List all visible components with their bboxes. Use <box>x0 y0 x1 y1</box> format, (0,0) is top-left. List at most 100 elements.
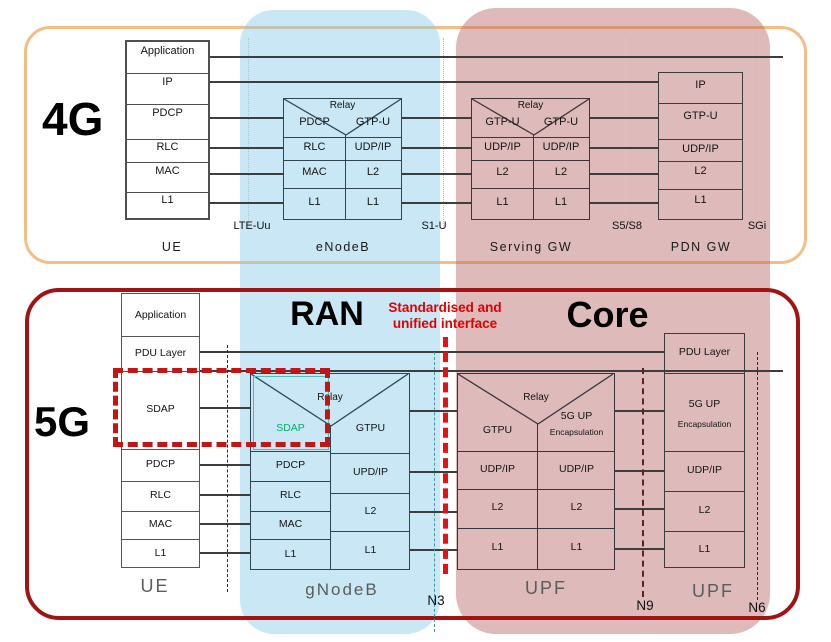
connector-line <box>210 202 283 204</box>
lte-uu-guide-line <box>248 38 249 228</box>
n3-interface-line <box>443 337 448 574</box>
protocol-cell: GTP-U <box>683 110 718 123</box>
protocol-cell: UDP/IP <box>558 463 594 476</box>
protocol-cell: GTPU <box>482 424 513 437</box>
4g-pdn-gw-stack: IP GTP-U UDP/IP L2 L1 <box>658 72 743 220</box>
4g-title: 4G <box>42 93 104 145</box>
protocol-cell: Encapsulation <box>549 426 604 437</box>
protocol-cell: Application <box>134 309 187 322</box>
protocol-cell: L2 <box>491 501 504 514</box>
node-label-serving-gw: Serving GW <box>489 240 573 254</box>
sgi-guide-line <box>755 38 756 228</box>
core-band <box>456 8 770 634</box>
protocol-cell: L1 <box>554 196 568 209</box>
protocol-cell: UDP/IP <box>682 143 719 156</box>
5g-title: 5G <box>34 398 91 445</box>
protocol-cell: RLC <box>156 141 179 154</box>
relay-v-shape <box>250 373 409 427</box>
node-label-ue: UE <box>161 240 183 254</box>
protocol-cell: MAC <box>278 518 303 531</box>
callout-line1: Standardised and <box>388 300 502 315</box>
protocol-cell: L1 <box>364 544 377 557</box>
node-label-ue: UE <box>140 576 170 596</box>
protocol-cell: L1 <box>284 548 297 561</box>
protocol-cell: Application <box>140 45 195 58</box>
protocol-cell: PDCP <box>145 458 176 471</box>
protocol-cell: L2 <box>694 165 707 178</box>
panel-4g-border <box>24 26 807 264</box>
protocol-cell: GTP-U <box>485 116 520 129</box>
interface-label-s5-s8: S5/S8 <box>612 220 642 232</box>
protocol-cell: 5G UP <box>560 410 593 423</box>
protocol-cell: L2 <box>554 166 568 179</box>
connector-line <box>410 410 457 412</box>
5g-ue-stack: Application PDU Layer SDAP PDCP RLC MAC … <box>121 293 200 568</box>
4g-serving-gw-box: Relay GTP-U GTP-U UDP/IP UDP/IP L2 L2 L1… <box>471 98 590 220</box>
panel-5g-border <box>25 288 800 620</box>
node-label-upf1: UPF <box>525 578 567 598</box>
core-header: Core <box>566 294 649 335</box>
ue-gnodeb-divider-line <box>227 345 228 592</box>
connector-line <box>410 511 457 513</box>
interface-label-s1-u: S1-U <box>421 220 447 232</box>
protocol-cell: RLC <box>279 489 301 502</box>
protocol-cell: L1 <box>161 194 174 207</box>
relay-v-shape <box>283 98 402 136</box>
4g-enodeb-box: Relay PDCP GTP-U RLC UDP/IP MAC L2 L1 L1 <box>283 98 402 220</box>
relay-label: Relay <box>329 99 356 111</box>
connector-line <box>590 147 658 149</box>
callout-line2: unified interface <box>392 316 498 331</box>
connector-line <box>210 81 658 83</box>
protocol-cell: L2 <box>366 166 380 179</box>
connector-line <box>200 370 783 372</box>
connector-line <box>590 202 658 204</box>
connector-line <box>402 147 471 149</box>
connector-line <box>200 351 664 353</box>
protocol-cell: UDP/IP <box>484 141 521 154</box>
node-label-upf2: UPF <box>692 581 734 601</box>
protocol-cell: IP <box>695 79 706 92</box>
protocol-cell: PDCP <box>275 459 306 472</box>
sdap-highlight-rect <box>113 368 330 447</box>
s5-s8-guide-line <box>630 38 631 228</box>
connector-line <box>200 464 250 466</box>
connector-line <box>615 508 664 510</box>
interface-label-n3: N3 <box>427 593 445 608</box>
connector-line <box>402 173 471 175</box>
protocol-cell: L1 <box>308 196 321 209</box>
s1-u-guide-line <box>443 38 444 228</box>
ran-header: RAN <box>290 295 364 333</box>
protocol-cell: MAC <box>155 165 180 178</box>
protocol-cell: SDAP <box>146 403 175 416</box>
connector-line <box>200 494 250 496</box>
connector-line <box>200 552 250 554</box>
connector-line <box>615 410 664 412</box>
relay-label: Relay <box>517 99 544 111</box>
relay-label: Relay <box>523 391 549 403</box>
protocol-cell: GTP-U <box>543 116 579 129</box>
n9-interface-line <box>642 368 644 597</box>
5g-gnodeb-box: Relay SDAP GTPU PDCP RLC MAC L1 UPD/IP L… <box>250 373 410 570</box>
relay-v-shape <box>457 373 614 425</box>
connector-line <box>210 117 283 119</box>
protocol-cell-sdap: SDAP <box>276 422 305 435</box>
connector-line <box>590 117 658 119</box>
protocol-cell: PDU Layer <box>134 347 187 360</box>
protocol-cell: PDCP <box>299 116 330 129</box>
connector-line <box>210 147 283 149</box>
connector-line <box>200 523 250 525</box>
5g-upf2-stack: PDU Layer 5G UP Encapsulation UDP/IP L2 … <box>664 333 745 568</box>
protocol-cell: UDP/IP <box>354 141 392 154</box>
connector-line <box>410 471 457 473</box>
protocol-cell: GTP-U <box>355 116 391 129</box>
connector-line <box>402 202 471 204</box>
protocol-cell: RLC <box>149 489 171 502</box>
n3-guide-line <box>434 352 435 632</box>
connector-line <box>615 470 664 472</box>
connector-line <box>210 56 783 58</box>
protocol-cell: Encapsulation <box>677 418 732 429</box>
connector-line <box>615 548 664 550</box>
n6-interface-line <box>757 352 758 600</box>
protocol-cell: IP <box>162 76 173 89</box>
